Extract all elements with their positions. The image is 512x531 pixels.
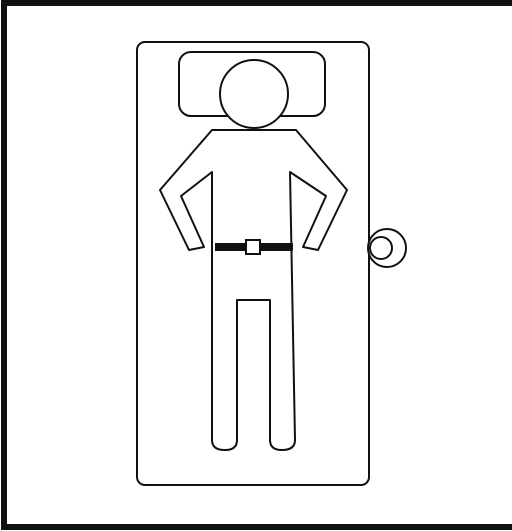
side-ring-icon (368, 229, 406, 267)
belt-buckle-icon (246, 240, 260, 254)
person-head-icon (220, 60, 288, 128)
